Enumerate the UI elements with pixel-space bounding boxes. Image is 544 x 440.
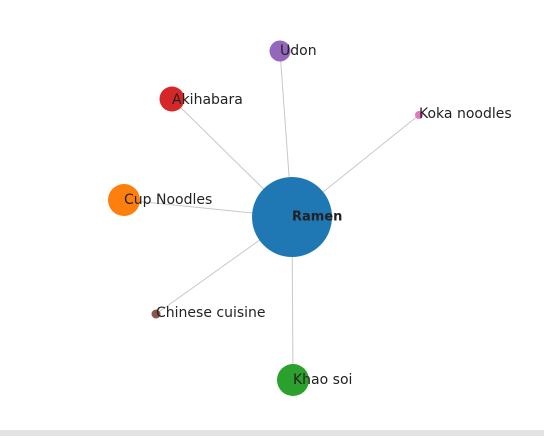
label-cup-noodles: Cup Noodles: [124, 192, 212, 208]
bottom-scroll-band: [0, 430, 544, 436]
node-khao-soi[interactable]: [277, 364, 309, 396]
node-ramen[interactable]: [252, 177, 332, 257]
node-cup-noodles[interactable]: [108, 184, 140, 216]
node-udon[interactable]: [269, 40, 291, 62]
node-koka-noodles[interactable]: [415, 111, 423, 119]
nodes-layer: [108, 40, 423, 396]
label-khao-soi: Khao soi: [293, 372, 352, 388]
label-chinese-cuisine: Chinese cuisine: [156, 305, 266, 321]
node-akihabara[interactable]: [159, 86, 185, 112]
node-chinese-cuisine[interactable]: [151, 309, 161, 319]
label-ramen: Ramen: [292, 210, 342, 225]
label-udon: Udon: [280, 43, 317, 59]
label-koka-noodles: Koka noodles: [419, 106, 512, 122]
label-akihabara: Akihabara: [172, 92, 243, 108]
